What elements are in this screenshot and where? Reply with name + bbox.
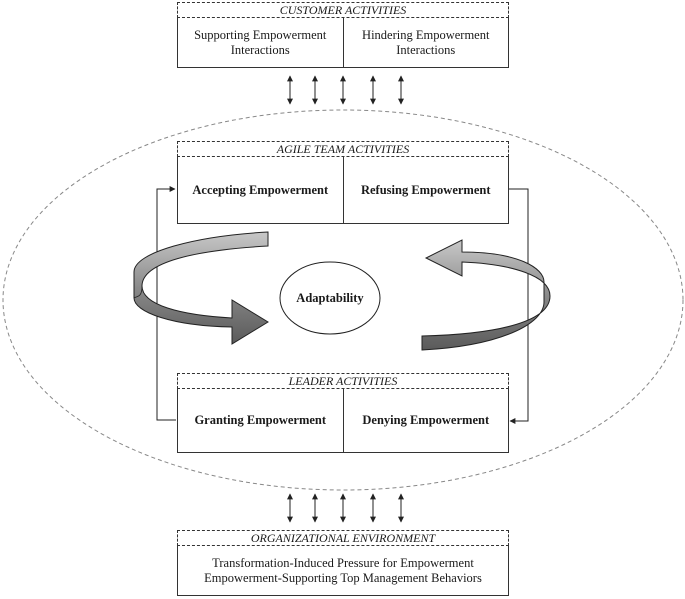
agile-team-activities-title: AGILE TEAM ACTIVITIES [177, 141, 509, 157]
customer-activities-box: CUSTOMER ACTIVITIES Supporting Empowerme… [177, 2, 509, 68]
left-feedback-arrow [156, 186, 176, 421]
leader-activities-box: LEADER ACTIVITIES Granting Empowerment D… [177, 373, 509, 453]
environment-line-2: Empowerment-Supporting Top Management Be… [204, 570, 482, 585]
refusing-empowerment: Refusing Empowerment [342, 157, 509, 223]
environment-factors: Transformation-Induced Pressure for Empo… [178, 546, 508, 595]
right-feedback-arrow [508, 188, 529, 424]
environment-line-1: Transformation-Induced Pressure for Empo… [212, 555, 474, 570]
team-boundary-ellipse [2, 109, 684, 491]
hindering-empowerment-interactions: Hindering Empowerment Interactions [342, 18, 509, 67]
supporting-line-2: Interactions [230, 42, 290, 57]
leader-activities-title: LEADER ACTIVITIES [177, 373, 509, 389]
organizational-environment-title: ORGANIZATIONAL ENVIRONMENT [177, 530, 509, 546]
top-double-arrows [287, 75, 404, 105]
denying-empowerment: Denying Empowerment [342, 389, 509, 452]
hindering-line-2: Interactions [396, 42, 456, 57]
agile-team-activities-box: AGILE TEAM ACTIVITIES Accepting Empowerm… [177, 141, 509, 224]
granting-empowerment: Granting Empowerment [194, 413, 327, 427]
hindering-line-1: Hindering Empowerment [362, 27, 490, 42]
left-cycle-arrow [133, 231, 269, 345]
supporting-line-1: Supporting Empowerment [194, 27, 327, 42]
adaptability-label: Adaptability [296, 290, 364, 305]
supporting-empowerment-interactions: Supporting Empowerment Interactions [178, 18, 343, 67]
accepting-empowerment: Accepting Empowerment [192, 182, 329, 197]
right-cycle-arrow [421, 239, 551, 351]
customer-activities-title: CUSTOMER ACTIVITIES [177, 2, 509, 18]
organizational-environment-box: ORGANIZATIONAL ENVIRONMENT Transformatio… [177, 530, 509, 596]
bottom-double-arrows [287, 493, 404, 523]
adaptability-ellipse [279, 261, 381, 335]
